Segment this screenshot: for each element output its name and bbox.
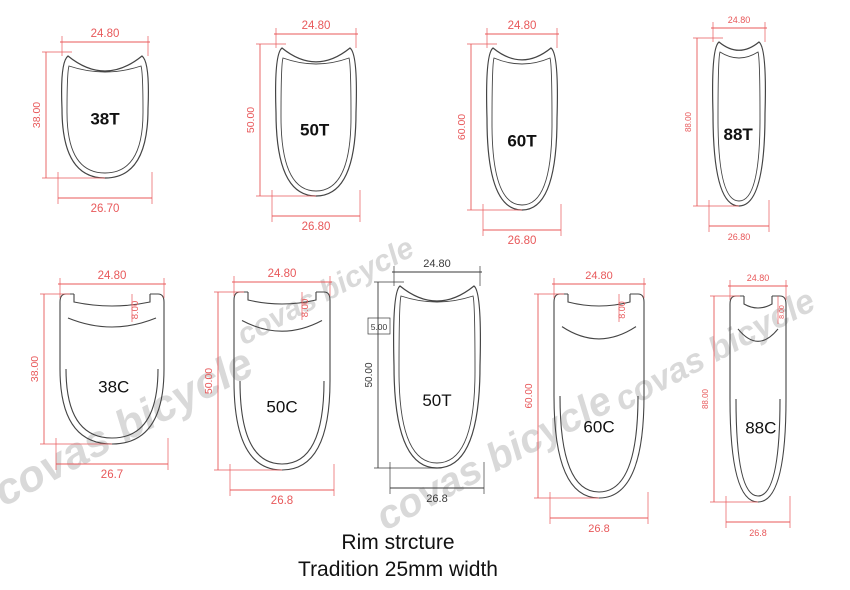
rim-label-r50t: 50T	[300, 120, 330, 139]
rim-outline	[241, 319, 323, 332]
rim-outline	[486, 47, 558, 211]
rim-outline	[735, 398, 781, 497]
height-text: 88.00	[701, 388, 710, 409]
rim-inner-outline	[717, 51, 761, 202]
rim-outline	[561, 326, 637, 340]
height-text: 38.00	[31, 102, 43, 128]
rim-label-r60t: 60T	[507, 132, 537, 151]
rim-outline	[393, 285, 481, 469]
inner-box	[367, 317, 391, 335]
rim-outline	[61, 55, 149, 179]
bottom-width-text: 26.8	[749, 528, 767, 538]
top-width-text: 24.80	[508, 20, 537, 32]
bottom-width-text: 26.8	[588, 523, 609, 535]
rim-label-r38t: 38T	[90, 110, 120, 129]
rim-r60t: 24.80 26.80 60.00 60T	[456, 20, 562, 247]
rim-inner-outline	[66, 65, 144, 174]
bottom-width-text: 26.8	[271, 495, 293, 507]
rim-r38t: 24.80 26.70 38.00 38T	[31, 28, 153, 215]
rim-label-r88c: 88C	[745, 418, 776, 437]
rim-outline	[239, 380, 325, 465]
top-width-text: 24.80	[585, 270, 613, 282]
top-width-text: 24.80	[728, 15, 751, 25]
inner-depth-text: 8.00	[130, 301, 141, 320]
bottom-width-text: 26.8	[426, 493, 447, 505]
watermark-text: covas bicycle	[608, 282, 821, 419]
rim-outline	[737, 328, 779, 342]
rim-r60c: 24.80 26.8 60.00 8.00 60C	[524, 270, 649, 535]
rim-outline	[275, 47, 357, 197]
rim-outline	[559, 395, 639, 493]
height-text: 50.00	[203, 368, 215, 394]
rim-inner-outline	[280, 57, 352, 192]
rim-label-r50t2: 50T	[422, 391, 451, 410]
top-width-text: 24.80	[268, 268, 297, 280]
bottom-width-text: 26.80	[728, 232, 751, 242]
rim-outline	[247, 292, 317, 305]
top-width-text: 24.80	[747, 273, 770, 283]
rim-outline	[712, 41, 766, 207]
rim-label-r50c: 50C	[266, 398, 297, 417]
rim-inner-outline	[398, 295, 476, 464]
rim-r50c: 24.80 26.8 50.00 8.00 50C	[203, 268, 335, 507]
rim-outline	[73, 294, 151, 307]
bottom-width-text: 26.80	[302, 221, 331, 233]
inner-depth-text: 8.00	[779, 305, 786, 319]
inner-depth-text: 8.00	[300, 299, 311, 318]
height-text: 60.00	[456, 114, 468, 140]
height-text: 60.00	[524, 383, 535, 408]
rim-label-r38c: 38C	[98, 377, 129, 396]
rim-label-r60c: 60C	[583, 417, 614, 436]
rim-label-r88t: 88T	[723, 125, 753, 144]
height-text: 50.00	[245, 107, 257, 133]
rim-r88c: 24.80 26.8 88.00 8.00 88C	[701, 273, 791, 538]
rim-outline	[67, 317, 157, 328]
bottom-width-text: 26.7	[101, 469, 123, 481]
inner-depth-text: 8.00	[617, 301, 627, 319]
inner-depth-text: 5.00	[371, 322, 388, 332]
bottom-width-text: 26.80	[508, 235, 537, 247]
height-text: 50.00	[364, 362, 375, 387]
bottom-width-text: 26.70	[91, 203, 120, 215]
caption-line-2: Tradition 25mm width	[298, 558, 498, 581]
height-text: 88.00	[684, 111, 693, 132]
height-text: 38.00	[29, 356, 41, 382]
rim-r50t: 24.80 26.80 50.00 50T	[245, 20, 361, 233]
rim-outline	[743, 296, 773, 309]
rim-outline	[65, 368, 159, 439]
caption-line-1: Rim strcture	[341, 531, 454, 554]
rim-r50t2: 24.80 26.8 50.00 5.00 50T	[364, 258, 485, 505]
top-width-text: 24.80	[423, 258, 451, 270]
rim-r38c: 24.80 26.7 38.00 8.00 38C	[29, 270, 169, 481]
rim-outline	[567, 294, 631, 307]
rim-inner-outline	[491, 57, 553, 206]
watermark-text: covas bicycle	[369, 378, 619, 539]
top-width-text: 24.80	[98, 270, 127, 282]
top-width-text: 24.80	[302, 20, 331, 32]
top-width-text: 24.80	[91, 28, 120, 40]
rim-r88t: 24.80 26.80 88.00 88T	[684, 15, 770, 242]
